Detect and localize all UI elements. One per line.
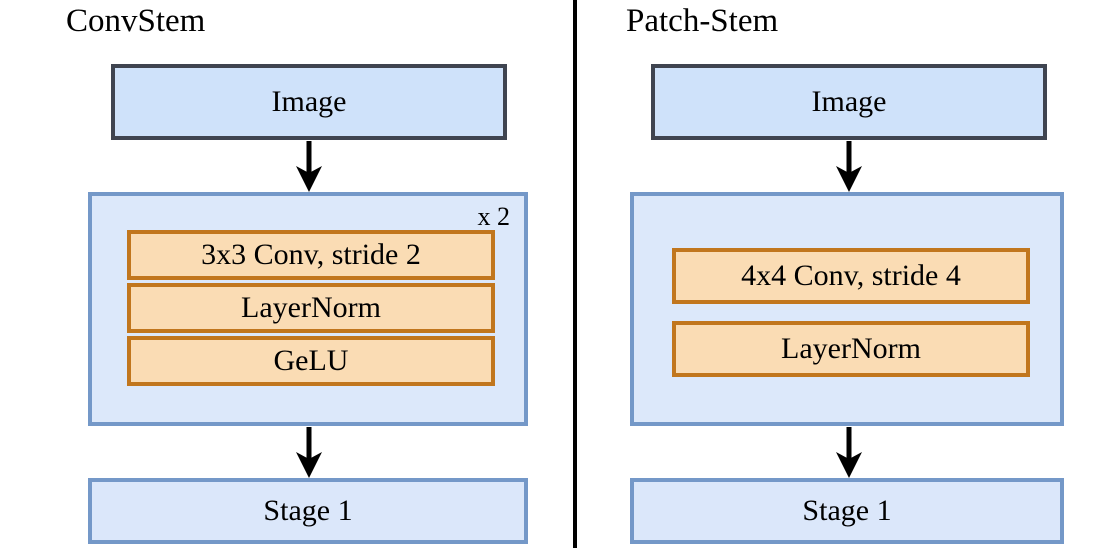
convstem-op-label-1: LayerNorm	[241, 291, 381, 324]
convstem-op-box-0: 3x3 Conv, stride 2	[127, 230, 495, 280]
convstem-op-box-1: LayerNorm	[127, 283, 495, 333]
convstem-arrow-image-to-stem	[290, 141, 328, 193]
panel-title-convstem: ConvStem	[66, 3, 206, 39]
convstem-stem-container: x 2 3x3 Conv, stride 2 LayerNorm GeLU	[88, 192, 528, 426]
patchstem-op-box-0: 4x4 Conv, stride 4	[672, 248, 1030, 304]
convstem-stage-label: Stage 1	[263, 494, 353, 527]
convstem-image-label: Image	[271, 85, 347, 118]
patchstem-arrow-image-to-stem	[830, 141, 868, 193]
patchstem-stem-container: 4x4 Conv, stride 4 LayerNorm	[630, 192, 1064, 426]
convstem-op-label-2: GeLU	[273, 344, 349, 377]
patchstem-op-box-1: LayerNorm	[672, 321, 1030, 377]
panel-divider	[573, 0, 577, 548]
convstem-repeat-label: x 2	[477, 202, 511, 231]
convstem-op-box-2: GeLU	[127, 336, 495, 386]
convstem-op-label-0: 3x3 Conv, stride 2	[201, 238, 421, 271]
patchstem-op-label-0: 4x4 Conv, stride 4	[741, 259, 961, 292]
panel-title-patch-stem: Patch-Stem	[626, 3, 779, 39]
patchstem-op-label-1: LayerNorm	[781, 332, 921, 365]
convstem-image-box: Image	[111, 64, 507, 140]
patchstem-arrow-stem-to-stage	[830, 427, 868, 479]
patchstem-image-label: Image	[811, 85, 887, 118]
patchstem-image-box: Image	[651, 64, 1047, 140]
convstem-stage-box: Stage 1	[88, 478, 528, 544]
patchstem-stage-label: Stage 1	[802, 494, 892, 527]
convstem-arrow-stem-to-stage	[290, 427, 328, 479]
patchstem-stage-box: Stage 1	[630, 478, 1064, 544]
